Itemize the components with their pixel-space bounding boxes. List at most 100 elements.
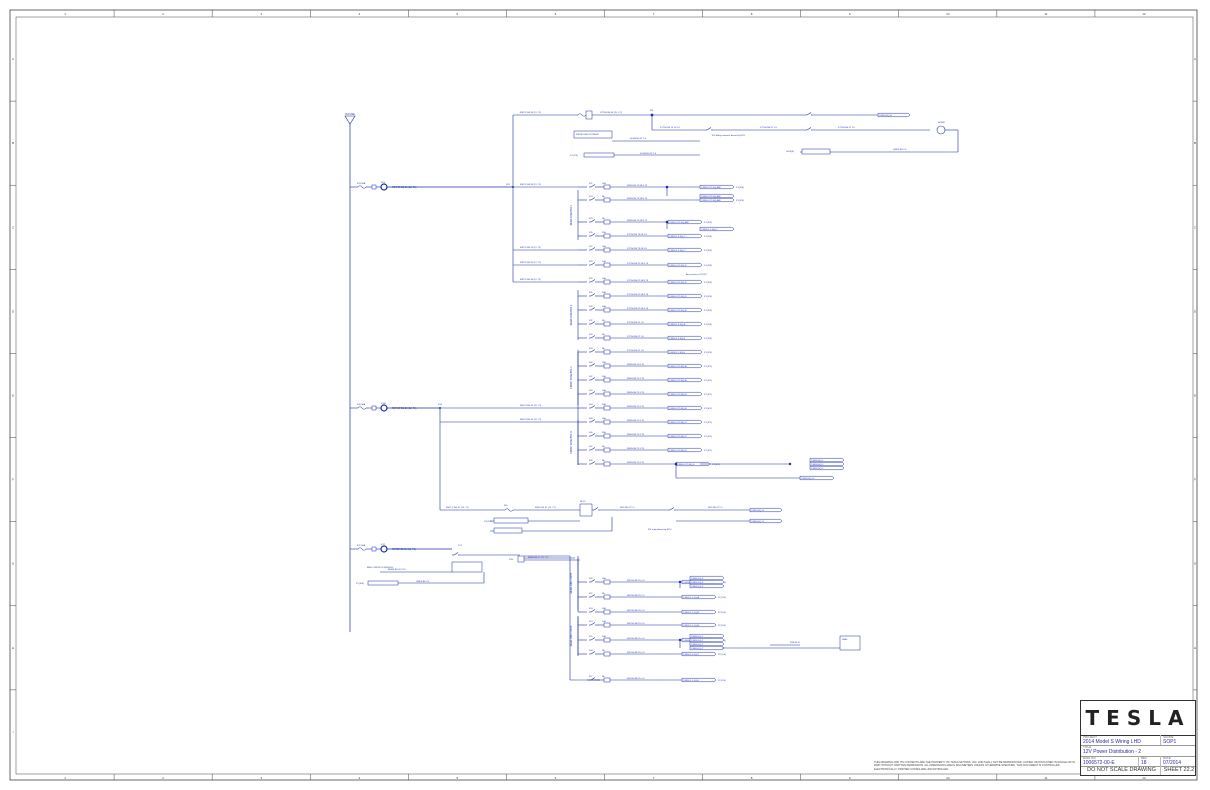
fuse-holder: [371, 546, 377, 552]
wire-label: FRSS B0 21 0.75: [627, 378, 645, 380]
rail-label: FRONT FUSE BOX 3: [571, 366, 573, 389]
drawing-number: 1006572-00-E: [1083, 760, 1115, 766]
connector-label: FSRG LQ-Y: [692, 648, 704, 650]
fuse-rating: 5A: [602, 333, 605, 336]
fuse-holder: [603, 433, 611, 439]
fuse-number: F25: [589, 218, 593, 220]
fuse-switch: [590, 335, 596, 339]
title-block: TESLA PROJECT 2014 Model S Wiring LHD SC…: [1080, 700, 1196, 776]
fuse-rating: 5A: [602, 217, 605, 220]
fuse-rating: 5A: [602, 649, 605, 652]
fuse-holder: [603, 419, 611, 425]
wire-label: RST21 B0 32 (12, 71): [520, 419, 542, 421]
main-fuse: [357, 547, 367, 551]
relay-coil: [380, 545, 388, 553]
destination-connector: [689, 637, 725, 643]
row-marker: G: [12, 562, 15, 566]
horn-symbol: [936, 125, 946, 135]
column-marker: 3: [260, 776, 262, 780]
do-not-scale-note: DO NOT SCALE DRAWING: [1081, 766, 1161, 775]
column-marker: 5: [457, 12, 459, 16]
fuse-switch: [590, 461, 596, 465]
cross-reference: X1 (3/9): [736, 187, 744, 189]
cross-reference: X1 (3/9): [704, 282, 712, 284]
revision-label: REV: [1141, 756, 1148, 760]
connector-label: FSRG 0.75 SQ-A/B: [702, 186, 722, 189]
destination-connector: [667, 279, 703, 285]
cross-reference: X2 (1/4): [718, 654, 726, 656]
fuse-holder: [603, 262, 611, 268]
relay-coil: [380, 404, 388, 412]
module-box: [839, 635, 861, 651]
wire-label: STTS0 B0 07 08 0.75: [627, 280, 649, 282]
connector-label: FSRG 0.75 RQ-A: [670, 379, 688, 382]
connector-label: FSRG 0.75 RQ-C: [670, 436, 688, 438]
fuse-switch: [590, 579, 596, 583]
row-marker: D: [1194, 309, 1197, 313]
column-marker: 12: [1142, 776, 1146, 780]
row-marker: F: [1194, 478, 1196, 482]
fuse-holder: [603, 197, 611, 203]
destination-connector: [667, 262, 703, 268]
fuse-number: F46: [589, 432, 593, 434]
fuse-holder: [603, 677, 611, 683]
row-marker: A: [12, 57, 14, 61]
destination-connector: [809, 465, 845, 471]
wire-label: STTS0 B0 07 1.0: [627, 336, 645, 338]
ground-box: [801, 148, 831, 155]
cross-reference: X1 (4/2): [704, 450, 712, 452]
wire-label: RST SP B0 20 (12, 71): [392, 407, 417, 410]
fuse-holder: [603, 349, 611, 355]
fuse-rating: 15A: [602, 231, 606, 234]
fuse-switch: [590, 609, 596, 613]
fuse-rating: 10A: [602, 389, 606, 392]
fuse-number: F24: [589, 196, 593, 198]
fuse-rating: 10A: [602, 182, 606, 185]
column-marker: 6: [555, 12, 557, 16]
connector-label: FSRG 0.75 RQ-B: [670, 394, 688, 396]
destination-connector: [667, 447, 703, 453]
relay-label: K21: [381, 182, 386, 184]
fuse-number: F41: [589, 362, 593, 364]
fuse-rating: 20A: [602, 305, 606, 308]
group-note: Accessories OUTLET: [686, 273, 708, 276]
cross-reference: X1 (3/9): [704, 324, 712, 326]
row-marker: D: [12, 309, 15, 313]
column-marker: 9: [849, 12, 851, 16]
splice-box: [517, 555, 525, 563]
fuse-rating: 15A: [602, 361, 606, 364]
fuse-symbol: [504, 508, 514, 512]
splice-label: S33: [509, 559, 514, 561]
relay-switch: [453, 552, 459, 556]
fuse-rating: 10A: [602, 607, 606, 610]
wire-label: FRSS B0 21 0.75: [627, 406, 645, 408]
column-marker: 11: [1044, 776, 1047, 780]
relay-label: RLY3: [580, 501, 586, 503]
destination-connector: [667, 335, 703, 341]
fuse-switch: [590, 651, 596, 655]
destination-connector: [667, 307, 703, 313]
cross-reference: X1 (3/9): [704, 338, 712, 340]
outer-border: [9, 9, 1198, 781]
fuse-rating: 20A: [602, 431, 606, 434]
destination-connector: [681, 677, 717, 683]
row-marker: B: [1194, 141, 1196, 145]
row-marker: E: [1194, 394, 1196, 398]
wire-label: FRSC B0 07 (12, 71): [535, 507, 556, 509]
wire-label: FRSS B0 75 08 0.75: [627, 198, 648, 200]
column-marker: 10: [946, 12, 950, 16]
cross-reference: X1 (3/9): [704, 352, 712, 354]
rail-label: REAR JUNCTION 5: [570, 572, 573, 593]
connector-label: FSRG 1.0 SQ-C: [670, 236, 686, 238]
connector-label: FSRG LQ-X: [692, 578, 704, 580]
connector-label: FSRG 0.75 SQ-E: [670, 310, 687, 312]
fuse-rating: 5A: [602, 445, 605, 448]
destination-connector: [667, 391, 703, 397]
fuse-holder: [603, 651, 611, 657]
fuse-number: F45: [589, 418, 593, 420]
module-label: FRUNK UNLOCK RELAY: [576, 133, 599, 136]
column-marker: 7: [653, 776, 655, 780]
destination-connector: [689, 633, 725, 639]
fuse-holder: [603, 293, 611, 299]
